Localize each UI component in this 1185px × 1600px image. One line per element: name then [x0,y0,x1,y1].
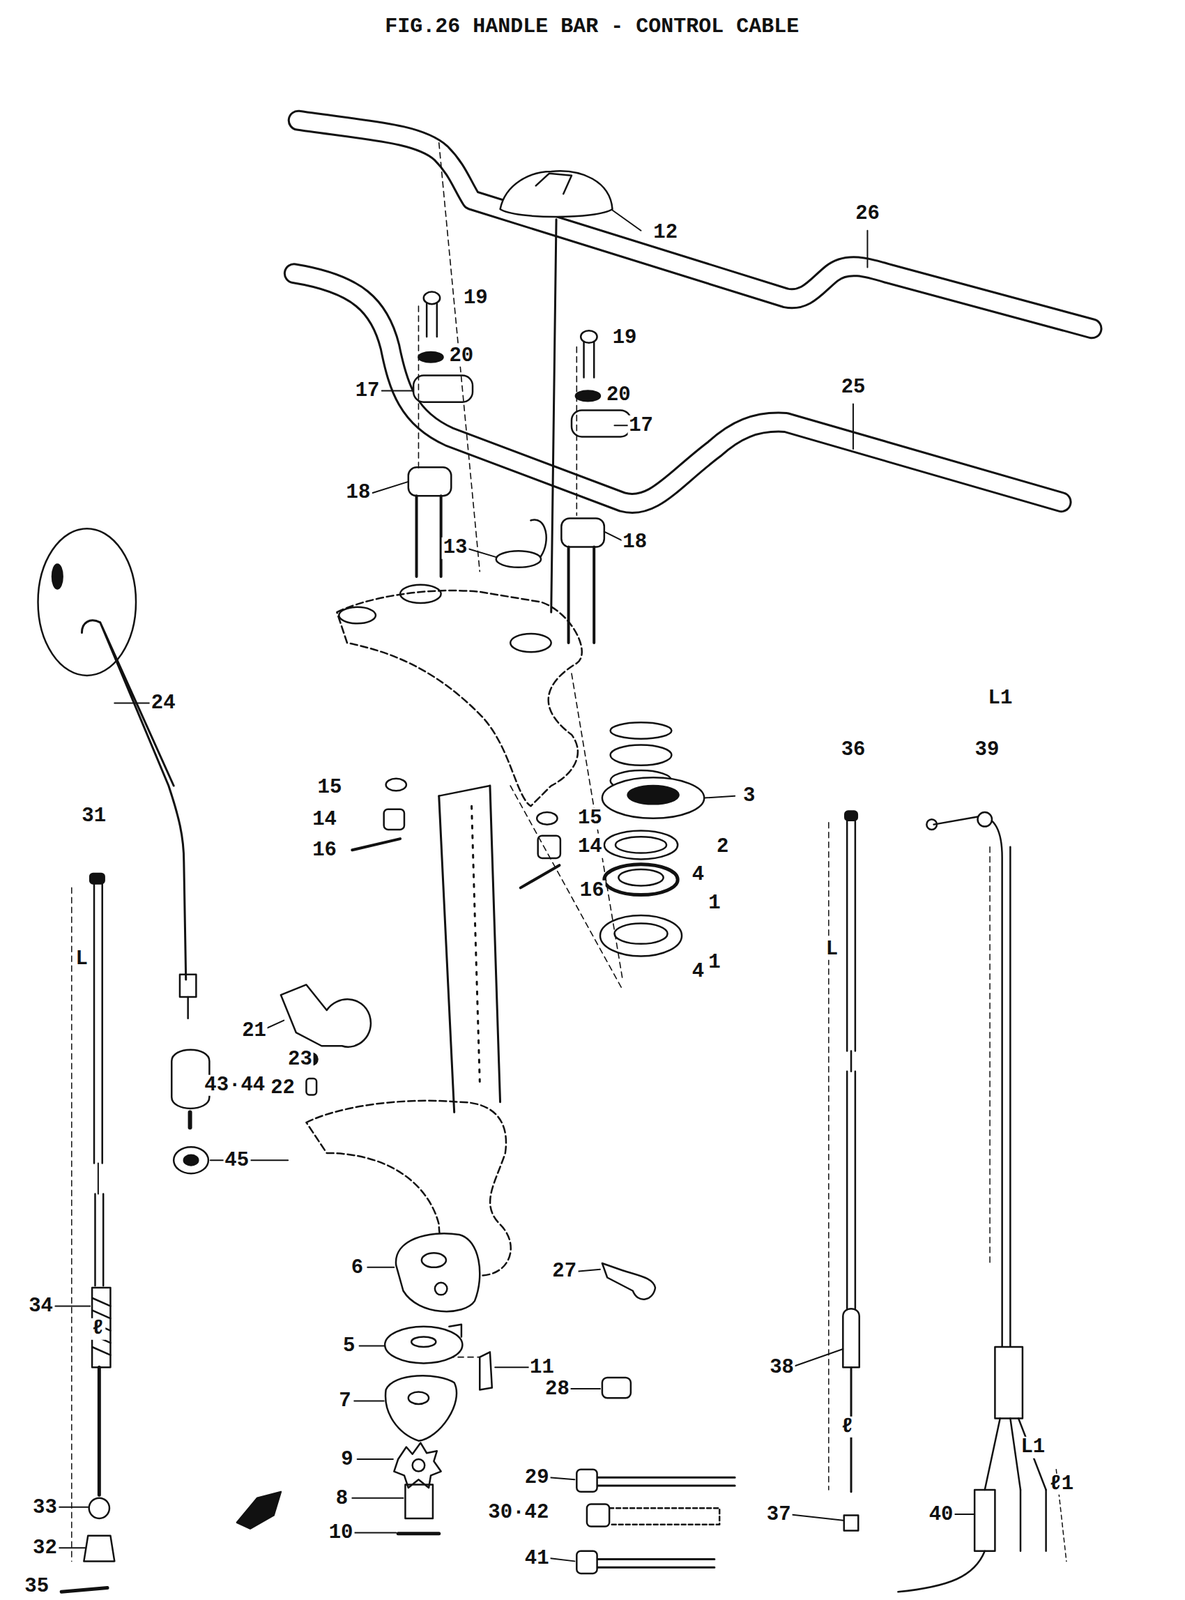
callout-number: 8 [334,1487,350,1509]
figure-title: FIG.26 HANDLE BAR - CONTROL CABLE [384,14,799,39]
callout-number: 19 [611,326,639,348]
callout-number: 14 [310,809,339,831]
callout-number: 36 [839,739,868,761]
callout-number: 15 [576,807,604,829]
callout-number: 40 [927,1504,955,1526]
callout-number: 32 [31,1537,59,1559]
callout-number: L [824,938,840,960]
callout-number: 4 [690,961,706,983]
callout-number: 43·44 [202,1074,267,1096]
callout-number: 6 [349,1256,365,1278]
callout-number: 9 [339,1449,355,1471]
callout-number: ℓ [839,1416,855,1438]
callout-number: 19 [462,287,490,309]
callout-number: 37 [765,1504,793,1526]
callout-number: 23 [286,1049,314,1070]
callout-number: 29 [523,1467,551,1489]
callout-number: L [73,948,89,970]
callout-number: 24 [149,692,178,714]
callout-number: L1 [1019,1436,1047,1458]
callout-number: 18 [345,482,373,504]
callout-number: 33 [31,1496,59,1518]
callout-number: 5 [341,1335,357,1357]
callout-number: 2 [715,836,730,858]
callout-number: 28 [543,1378,571,1400]
callout-number: 35 [23,1576,51,1597]
callout-number: 12 [651,222,679,244]
callout-number: 11 [528,1357,556,1379]
callout-number: 27 [550,1260,578,1282]
callout-number: 20 [447,345,475,367]
callout-number: 17 [354,380,382,402]
callout-number: 39 [973,739,1001,761]
callout-number: 26 [853,203,882,225]
callout-number: 34 [27,1295,55,1317]
callout-number: 31 [80,805,108,827]
handlebar-upper [298,120,1093,330]
callout-number: 16 [310,839,339,861]
callout-number: 10 [327,1522,355,1544]
callout-number: 41 [523,1548,551,1570]
callout-number: 15 [316,777,344,799]
callout-number: 30·42 [486,1502,550,1524]
callout-number: 16 [578,880,606,902]
callout-number: 7 [337,1390,353,1412]
callout-number: L1 [987,687,1015,709]
callout-number: 21 [240,1020,268,1042]
callout-number: 1 [706,952,722,974]
callout-number: ℓ1 [1047,1473,1075,1495]
callout-number: 18 [621,531,649,553]
callout-number: 1 [706,892,722,914]
callout-number: 4 [690,864,706,886]
callout-number: 20 [605,384,633,405]
callout-number: 38 [768,1357,796,1379]
callout-number: 17 [627,414,655,436]
callout-number: 22 [269,1077,297,1099]
callout-number: 3 [741,785,757,807]
callout-number: 25 [839,377,868,399]
callout-number: 14 [576,836,604,858]
callout-number: ℓ [90,1318,106,1340]
handlebar-lower [294,273,1062,504]
callout-number: 45 [223,1150,251,1172]
callout-number: 13 [441,537,470,559]
